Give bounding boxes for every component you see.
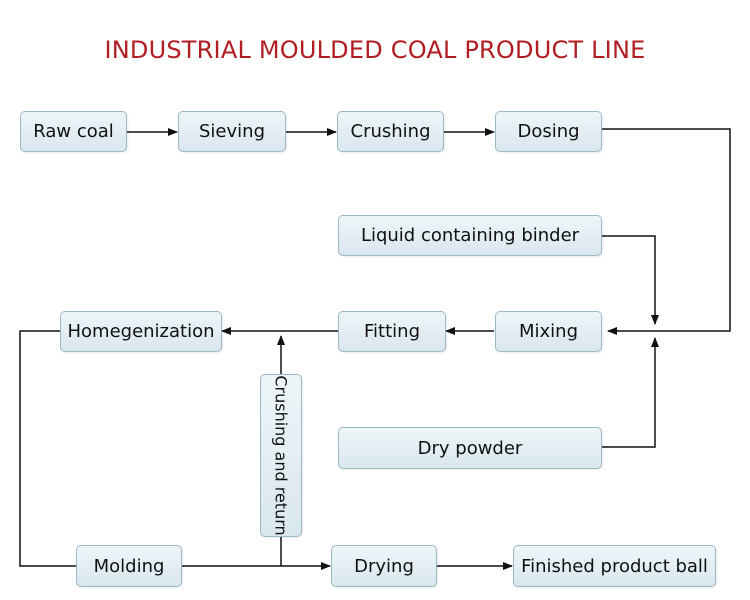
connector-drypowder-mixing xyxy=(602,337,659,448)
connector-homegenization-molding xyxy=(19,330,77,567)
node-crushing: Crushing xyxy=(337,111,444,152)
node-raw-coal: Raw coal xyxy=(20,111,127,152)
node-drying: Drying xyxy=(331,545,437,587)
node-liquid-binder: Liquid containing binder xyxy=(338,215,602,256)
node-dry-powder: Dry powder xyxy=(338,427,602,469)
node-crushing-and-return-label: Crushing and return xyxy=(271,375,291,536)
node-finished-product-ball: Finished product ball xyxy=(513,545,716,587)
node-molding: Molding xyxy=(76,545,182,587)
node-crushing-and-return: Crushing and return xyxy=(260,374,302,537)
node-sieving: Sieving xyxy=(178,111,286,152)
node-dosing: Dosing xyxy=(495,111,602,152)
node-fitting: Fitting xyxy=(338,311,446,352)
diagram-title: INDUSTRIAL MOULDED COAL PRODUCT LINE xyxy=(104,36,646,64)
node-mixing: Mixing xyxy=(495,311,602,352)
connector-binder-mixing xyxy=(602,235,659,325)
connector-dosing-mixing xyxy=(602,128,731,335)
node-homegenization: Homegenization xyxy=(60,311,222,352)
